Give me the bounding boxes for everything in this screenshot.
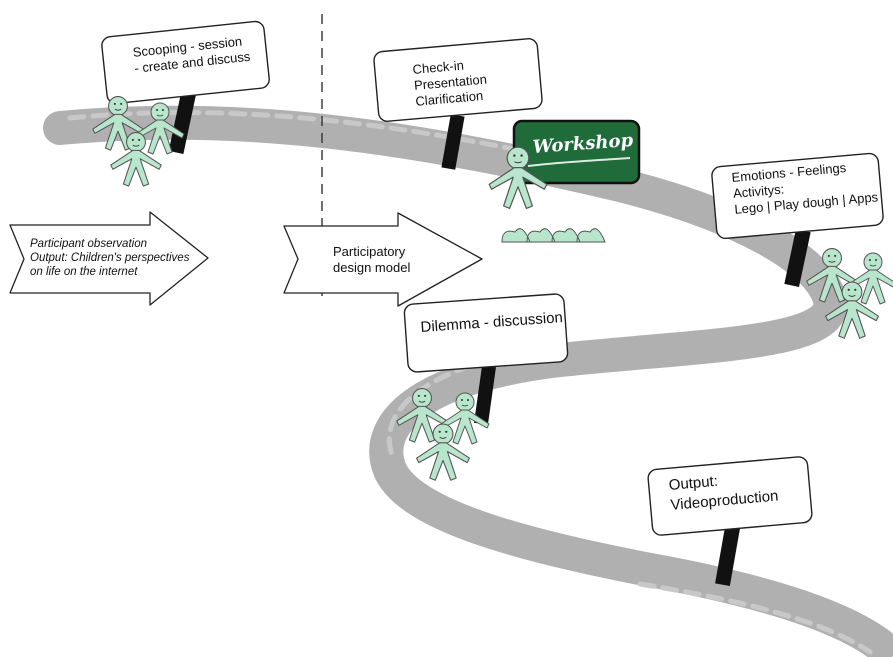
sign-emotions-board bbox=[711, 152, 884, 240]
observation-line-2: Output: Children's perspectives bbox=[30, 252, 190, 264]
sign-scooping-board bbox=[101, 20, 270, 105]
sign-post-emotions bbox=[784, 229, 811, 288]
design-model-text: Participatory design model bbox=[333, 244, 410, 276]
sign-post-checkin bbox=[441, 114, 465, 170]
sign-checkin-board bbox=[373, 38, 543, 122]
sign-checkin-text: Check-in Presentation Clarification bbox=[412, 56, 489, 110]
sign-post-dilemma bbox=[474, 365, 496, 425]
audience-heads bbox=[501, 228, 606, 243]
observation-line-1: Participant observation bbox=[30, 238, 147, 250]
design-model-line-1: Participatory bbox=[333, 244, 406, 259]
design-model-arrow bbox=[283, 212, 483, 307]
sign-post-output bbox=[715, 526, 740, 586]
observation-text: Participant observation Output: Children… bbox=[30, 237, 189, 279]
chalk-underline bbox=[527, 157, 631, 167]
observation-arrow bbox=[9, 211, 209, 306]
sign-post-scooping bbox=[168, 92, 196, 154]
sign-output-board bbox=[647, 456, 813, 536]
sign-dilemma-board bbox=[403, 293, 569, 373]
observation-line-3: on life on the internet bbox=[30, 266, 138, 278]
design-model-line-2: design model bbox=[333, 260, 411, 275]
